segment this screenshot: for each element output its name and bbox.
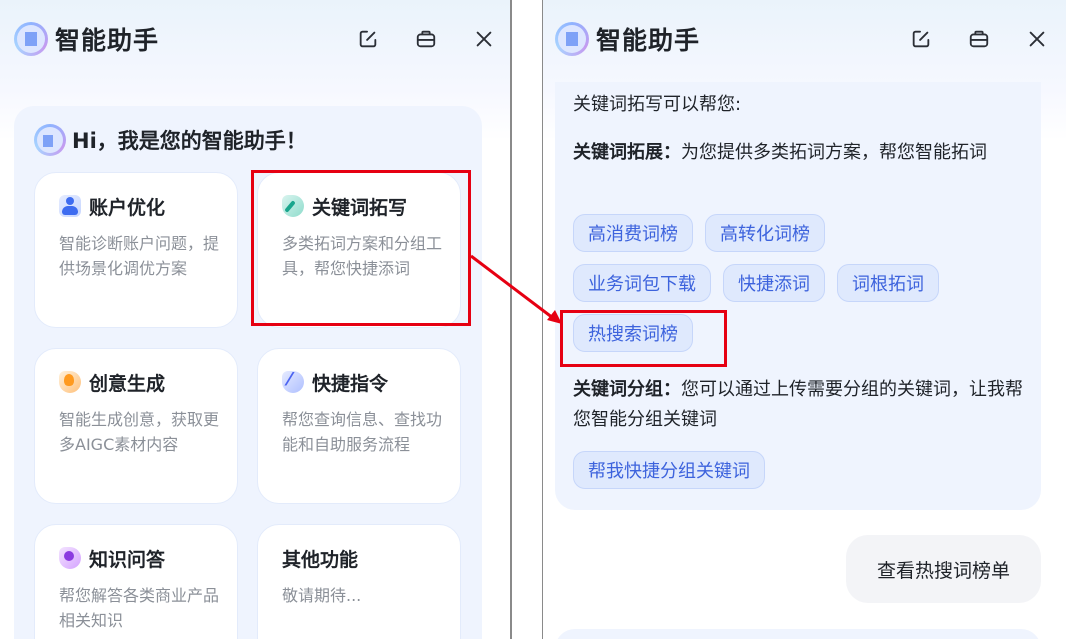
card-description: 多类拓词方案和分组工具，帮您快捷添词 (282, 234, 443, 278)
feature-card-keyword-expansion[interactable]: 关键词拓写 多类拓词方案和分组工具，帮您快捷添词 (257, 172, 461, 328)
card-description: 帮您解答各类商业产品相关知识 (59, 586, 220, 630)
chip-row: 高消费词榜 高转化词榜 (573, 214, 1023, 252)
briefcase-icon (416, 30, 436, 48)
toolbox-button[interactable] (966, 26, 992, 52)
user-message-bubble: 查看热搜词榜单 (846, 535, 1041, 603)
section-text: 您可以通过上传需要分组的关键词，让我帮您智能分组关键词 (573, 379, 1023, 430)
label-separator: ： (663, 379, 681, 400)
close-icon (476, 31, 492, 47)
feature-card-knowledge-qa[interactable]: 知识问答 帮您解答各类商业产品相关知识 (34, 524, 238, 639)
section-text: 为您提供多类拓词方案，帮您智能拓词 (681, 142, 987, 163)
assistant-panel-chat: 智能助手 关键词拓写可以帮您: 关键词拓展：为您提供多类拓词方案，帮您智能拓词 … (543, 0, 1066, 639)
chip-quick-group-keywords[interactable]: 帮我快捷分组关键词 (573, 451, 765, 489)
chip-high-spend-ranking[interactable]: 高消费词榜 (573, 214, 693, 252)
briefcase-icon (969, 30, 989, 48)
chip-hot-search-ranking[interactable]: 热搜索词榜 (573, 314, 693, 352)
chip-root-word-expand[interactable]: 词根拓词 (837, 264, 939, 302)
welcome-card: Hi，我是您的智能助手！ 账户优化 智能诊断账户问题，提供场景化调优方案 关键词… (14, 106, 482, 639)
qa-icon (59, 547, 81, 569)
card-title: 知识问答 (89, 548, 166, 571)
close-button[interactable] (471, 26, 497, 52)
panel-header: 智能助手 (0, 18, 511, 60)
label-separator: ： (663, 142, 681, 163)
magic-command-icon (282, 369, 304, 393)
account-icon (59, 195, 81, 217)
keyword-expand-section: 关键词拓展：为您提供多类拓词方案，帮您智能拓词 (573, 138, 1023, 168)
assistant-avatar-icon (555, 22, 589, 56)
chip-business-wordpack-download[interactable]: 业务词包下载 (573, 264, 711, 302)
assistant-panel-home: 智能助手 Hi，我是您的智能助手！ 账户优化 智能诊断账户问题，提供场景化调优方… (0, 0, 511, 639)
panel-title: 智能助手 (55, 26, 160, 55)
greeting-row: Hi，我是您的智能助手！ (34, 124, 307, 156)
header-tools (355, 26, 497, 52)
card-description: 敬请期待... (282, 586, 362, 605)
pencil-icon (282, 195, 304, 217)
chip-row: 帮我快捷分组关键词 (573, 451, 1023, 489)
assistant-avatar-icon (34, 124, 66, 156)
close-icon (1029, 31, 1045, 47)
chip-row: 热搜索词榜 (573, 314, 1023, 352)
card-description: 智能生成创意，获取更多AIGC素材内容 (59, 410, 220, 454)
close-button[interactable] (1024, 26, 1050, 52)
header-tools (908, 26, 1050, 52)
panel-title: 智能助手 (596, 26, 701, 55)
chip-row: 业务词包下载 快捷添词 词根拓词 (573, 264, 1023, 302)
card-title: 快捷指令 (312, 372, 389, 395)
card-title: 其他功能 (282, 548, 359, 571)
card-title: 关键词拓写 (312, 196, 408, 219)
new-chat-icon (912, 30, 930, 48)
message-intro: 关键词拓写可以帮您: (573, 94, 742, 115)
card-title: 账户优化 (89, 196, 166, 219)
new-chat-icon (359, 30, 377, 48)
new-chat-button[interactable] (355, 26, 381, 52)
section-label: 关键词分组 (573, 379, 663, 400)
toolbox-button[interactable] (413, 26, 439, 52)
chip-high-conversion-ranking[interactable]: 高转化词榜 (705, 214, 825, 252)
keyword-group-section: 关键词分组：您可以通过上传需要分组的关键词，让我帮您智能分组关键词 (573, 375, 1023, 435)
chip-quick-add-words[interactable]: 快捷添词 (723, 264, 825, 302)
assistant-avatar-icon (14, 22, 48, 56)
assistant-message-bubble: 关键词拓写可以帮您: 关键词拓展：为您提供多类拓词方案，帮您智能拓词 高消费词榜… (555, 82, 1041, 510)
card-description: 帮您查询信息、查找功能和自助服务流程 (282, 410, 443, 454)
section-label: 关键词拓展 (573, 142, 663, 163)
feature-card-account-optimization[interactable]: 账户优化 智能诊断账户问题，提供场景化调优方案 (34, 172, 238, 328)
lightbulb-icon (59, 371, 81, 393)
greeting-text: Hi，我是您的智能助手！ (72, 129, 307, 153)
card-title: 创意生成 (89, 372, 166, 395)
card-description: 智能诊断账户问题，提供场景化调优方案 (59, 234, 220, 278)
feature-card-creative-generation[interactable]: 创意生成 智能生成创意，获取更多AIGC素材内容 (34, 348, 238, 504)
panel-divider (510, 0, 512, 639)
new-chat-button[interactable] (908, 26, 934, 52)
assistant-message-bubble-next (555, 629, 1041, 639)
feature-card-other[interactable]: 其他功能 敬请期待... (257, 524, 461, 639)
panel-header: 智能助手 (543, 18, 1066, 60)
feature-card-quick-command[interactable]: 快捷指令 帮您查询信息、查找功能和自助服务流程 (257, 348, 461, 504)
